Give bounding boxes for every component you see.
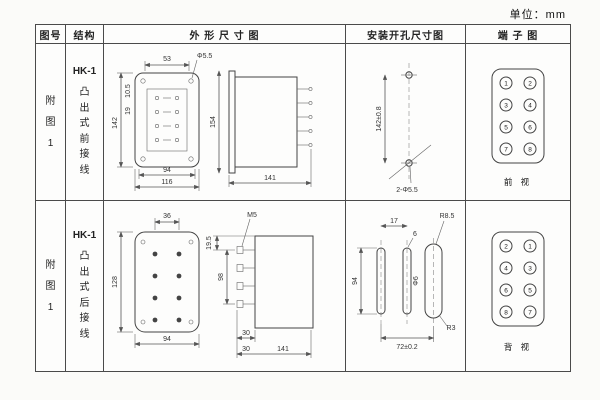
terminal-number: 6 [528, 125, 532, 132]
terminal-number: 8 [528, 147, 532, 154]
row1-outline-cell: 53 Φ5.5 142 10.5 19 94 116 [104, 44, 346, 201]
row1-terminal-diagram: 1 2 3 4 5 6 7 8 前 视 [491, 68, 545, 187]
dim-front-height: 128 [112, 276, 119, 288]
terminal-number: 3 [504, 103, 508, 110]
terminal-number: 2 [528, 81, 532, 88]
header-outline-dims: 外 形 尺 寸 图 [104, 25, 346, 44]
figure-no-text: 附 图 1 [45, 95, 56, 149]
terminal-circles: 1 2 3 4 5 6 7 8 [499, 76, 537, 156]
terminal-block-outline [491, 68, 545, 164]
terminal-pins [154, 95, 179, 143]
dim-slot-pitch: 72±0.2 [396, 344, 417, 351]
terminal-number: 4 [504, 266, 508, 273]
dim-offset-b: 19 [125, 107, 132, 115]
dim-side-depth: 141 [277, 346, 289, 353]
mounting-dimensions: 17 6 R8.5 94 Φ6 72±0.2 R3 [352, 213, 456, 351]
row2-outline-cell: 36 128 94 M5 [104, 201, 346, 371]
dim-bottom-inner: 94 [163, 167, 171, 174]
front-view [134, 231, 199, 333]
mounting-slots [376, 238, 442, 326]
side-view-dimensions: M5 19.5 98 30 30 141 [206, 212, 312, 358]
dim-slot-dia: Φ6 [413, 276, 420, 286]
side-view-dimensions: 154 141 [210, 70, 312, 187]
dim-stud-len: 30 [242, 330, 250, 337]
header-mounting-dims: 安装开孔尺寸图 [346, 25, 466, 44]
row1-outline-drawing: 53 Φ5.5 142 10.5 19 94 116 [112, 53, 312, 191]
row2-terminal-cell: 2 1 4 3 6 5 8 7 背 视 [466, 201, 570, 371]
dim-offset-a: 19.5 [206, 236, 213, 250]
row1-terminal-cell: 1 2 3 4 5 6 7 8 前 视 [466, 44, 570, 201]
rear-studs [296, 87, 312, 147]
dim-stud-len-2: 30 [242, 346, 250, 353]
row1-structure: HK-1 凸 出 式 前 接 线 [66, 44, 104, 201]
terminal-screws [152, 251, 181, 323]
terminal-number: 7 [528, 310, 532, 317]
row2-figure-no: 附 图 1 [36, 201, 66, 371]
row2-mounting-cell: 17 6 R8.5 94 Φ6 72±0.2 R3 [346, 201, 466, 371]
row1-figure-no: 附 图 1 [36, 44, 66, 201]
model-label: HK-1 [72, 66, 97, 77]
dim-radius-b: R3 [446, 325, 455, 332]
dim-slot-width: 6 [413, 231, 417, 238]
dim-holes-callout: 2-Φ5.5 [396, 187, 418, 194]
front-view [134, 72, 199, 168]
terminal-number: 6 [504, 288, 508, 295]
terminal-number: 7 [504, 147, 508, 154]
figure-no-text: 附 图 1 [45, 259, 56, 313]
dim-screw: M5 [247, 212, 257, 219]
row2-mounting-drawing: 17 6 R8.5 94 Φ6 72±0.2 R3 [352, 213, 456, 351]
header-structure: 结构 [66, 25, 104, 44]
terminal-caption: 前 视 [504, 177, 532, 187]
row2-terminal-diagram: 2 1 4 3 6 5 8 7 背 视 [491, 231, 545, 352]
terminal-circles: 2 1 4 3 6 5 8 7 [499, 239, 537, 319]
dim-front-height: 142 [112, 117, 119, 129]
dim-bottom-outer: 116 [161, 179, 172, 186]
unit-label: 单位：mm [509, 9, 566, 21]
dim-radius-a: R8.5 [439, 213, 454, 220]
front-view-dimensions: 53 Φ5.5 142 10.5 19 94 116 [112, 53, 212, 191]
terminal-number: 5 [504, 125, 508, 132]
dim-corner-hole: Φ5.5 [197, 53, 212, 60]
row2-structure: HK-1 凸 出 式 后 接 线 [66, 201, 104, 371]
dim-top-width: 36 [163, 213, 171, 220]
dim-stud-span: 98 [218, 273, 225, 281]
dim-side-height: 154 [210, 116, 217, 128]
rear-studs [236, 246, 255, 308]
section-line [388, 144, 431, 180]
row1-mounting-drawing: 142±0.8 2-Φ5.5 [376, 63, 431, 194]
side-view [228, 70, 312, 174]
row1-mounting-cell: 142±0.8 2-Φ5.5 [346, 44, 466, 201]
structure-desc: 凸 出 式 后 接 线 [79, 251, 90, 340]
dim-bottom-width: 94 [163, 336, 171, 343]
front-view-dimensions: 36 128 94 [112, 213, 200, 348]
terminal-number: 5 [528, 288, 532, 295]
terminal-number: 8 [504, 310, 508, 317]
dim-hole-pitch: 142±0.8 [376, 106, 383, 131]
terminal-number: 1 [504, 81, 508, 88]
terminal-number: 1 [528, 244, 532, 251]
header-figure-no: 图号 [36, 25, 66, 44]
dim-top-width: 53 [163, 56, 171, 63]
model-label: HK-1 [72, 230, 97, 241]
terminal-block-outline [491, 231, 545, 327]
row2-outline-drawing: 36 128 94 M5 [112, 212, 313, 358]
header-terminal-diagram: 端 子 图 [466, 25, 570, 44]
dim-slot-height: 94 [352, 277, 359, 285]
terminal-number: 2 [504, 244, 508, 251]
dim-side-depth: 141 [264, 175, 276, 182]
dim-offset-a: 10.5 [125, 84, 132, 98]
side-view [236, 235, 313, 329]
dimension-table: 图号 结构 外 形 尺 寸 图 安装开孔尺寸图 端 子 图 附 图 1 HK-1… [35, 24, 571, 372]
terminal-number: 4 [528, 103, 532, 110]
dim-slot-offset: 17 [390, 218, 398, 225]
terminal-caption: 背 视 [504, 342, 532, 352]
mounting-holes [400, 71, 417, 167]
structure-desc: 凸 出 式 前 接 线 [79, 87, 90, 176]
terminal-number: 3 [528, 266, 532, 273]
